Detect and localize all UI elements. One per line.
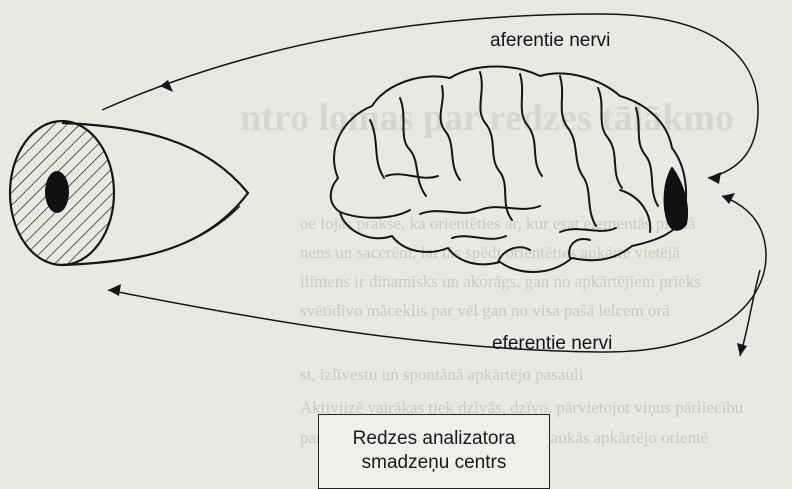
eye-illustration bbox=[10, 121, 248, 265]
arrowhead bbox=[708, 172, 721, 184]
brain-outline bbox=[331, 67, 686, 273]
brain-illustration bbox=[331, 67, 687, 273]
efferent-nerves-label: eferentie nervi bbox=[492, 333, 612, 355]
arrowhead bbox=[722, 193, 735, 204]
afferent-nerves-label: aferentie nervi bbox=[490, 30, 610, 52]
arrowhead bbox=[108, 284, 121, 296]
arrowhead bbox=[737, 343, 747, 356]
brain-visual-center-box: Redzes analizatora smadzeņu centrs bbox=[318, 414, 550, 489]
center-label-line1: Redzes analizatora bbox=[319, 427, 549, 451]
center-label-line2: smadzeņu centrs bbox=[319, 451, 549, 475]
eye-lower-lid bbox=[100, 206, 240, 262]
pupil bbox=[45, 171, 69, 213]
lower-connector-path bbox=[740, 270, 760, 356]
